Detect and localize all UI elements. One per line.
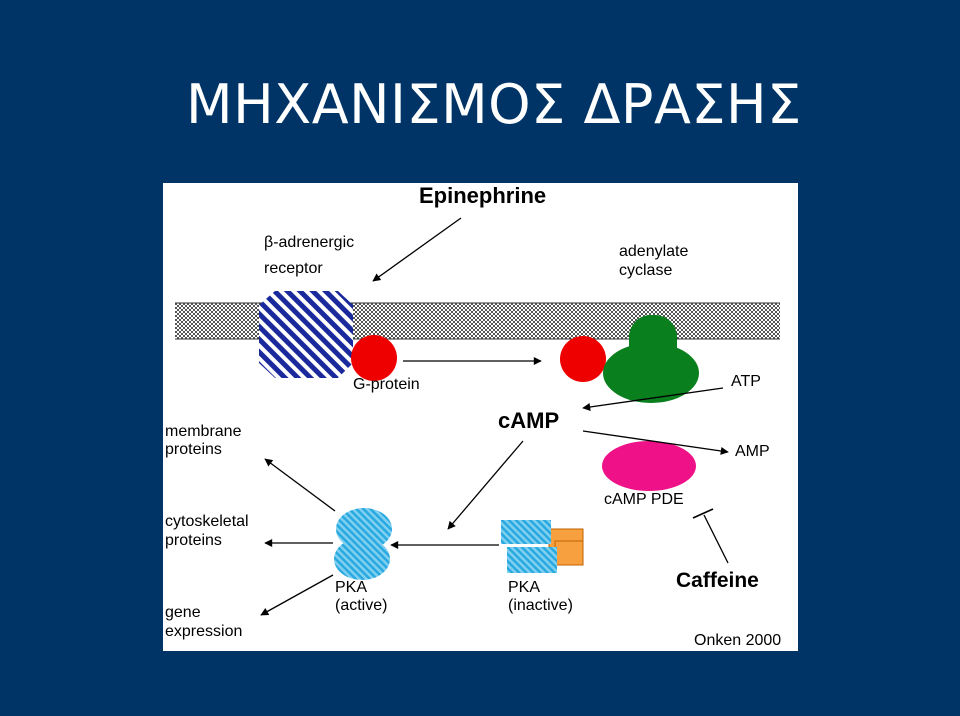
label-pka-inactive-line1: PKA (508, 579, 540, 596)
label-cyclase-line2: cyclase (619, 262, 672, 279)
pka-inactive (501, 520, 584, 573)
label-caffeine: Caffeine (676, 569, 759, 592)
label-g-protein: G-protein (353, 376, 420, 393)
label-gene-line2: expression (165, 623, 242, 640)
arrow-camp-amp (582, 430, 729, 455)
arrow-atp-camp (582, 387, 724, 411)
caffeine-inhibition-bar (692, 508, 714, 519)
label-pka-inactive-line2: (inactive) (508, 597, 573, 614)
label-cyto-line1: cytoskeletal (165, 513, 249, 530)
caffeine-inhibition-line (703, 514, 729, 564)
beta-adrenergic-receptor (259, 291, 353, 378)
arrow-epinephrine-receptor (372, 217, 462, 282)
label-epinephrine: Epinephrine (419, 183, 546, 208)
label-cyto-line2: proteins (165, 532, 222, 549)
label-pka-active-line1: PKA (335, 579, 367, 596)
slide-title: ΜΗΧΑΝΙΣΜΟΣ ΔΡΑΣΗΣ (186, 73, 802, 136)
label-credit: Onken 2000 (694, 632, 781, 649)
label-gene-line1: gene (165, 604, 201, 621)
g-protein-bound (351, 335, 397, 381)
pka-active (334, 508, 392, 580)
label-receptor-line2: receptor (264, 260, 323, 277)
label-pka-active-line2: (active) (335, 597, 387, 614)
label-receptor-line1: β-adrenergic (264, 234, 354, 251)
label-membrane-line1: membrane (165, 423, 242, 440)
label-amp: AMP (735, 443, 770, 460)
arrow-camp-pka (447, 440, 524, 530)
label-atp: ATP (731, 373, 761, 390)
camp-pde (602, 441, 696, 491)
label-cyclase-line1: adenylate (619, 243, 688, 260)
g-protein-moved (560, 336, 606, 382)
label-membrane-line2: proteins (165, 441, 222, 458)
arrow-pka-gene (260, 574, 334, 616)
arrow-pka-membrane (264, 458, 336, 512)
label-camp: cAMP (498, 408, 559, 433)
signaling-diagram: Epinephrine β-adrenergic receptor adenyl… (163, 183, 798, 651)
label-camp-pde: cAMP PDE (604, 491, 684, 508)
adenylate-cyclase (603, 315, 699, 403)
